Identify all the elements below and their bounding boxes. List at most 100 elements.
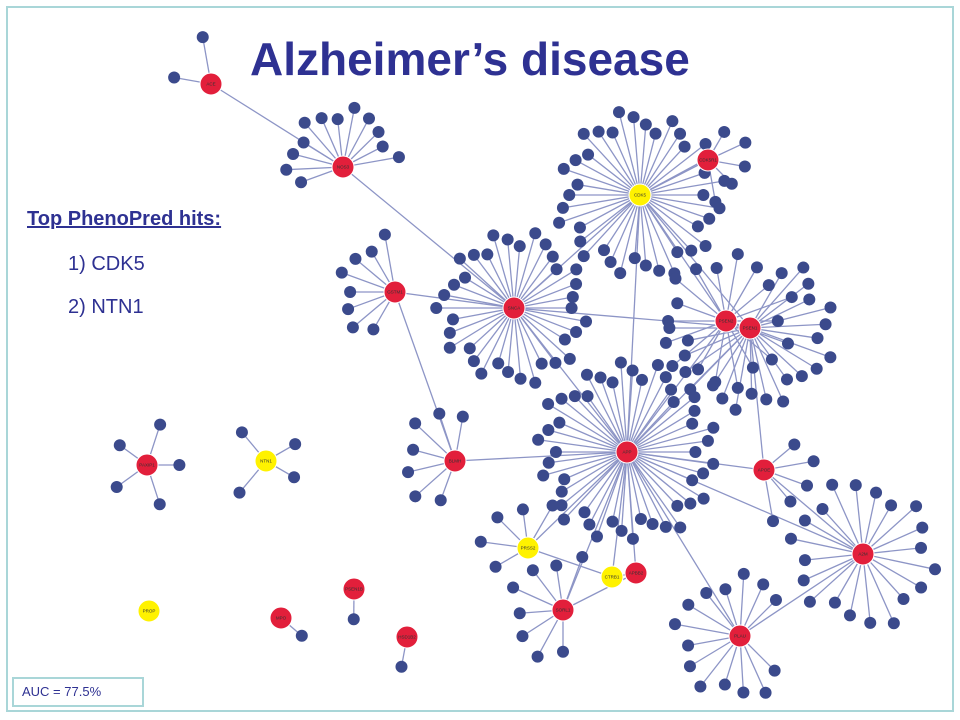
neighbor-node	[798, 514, 811, 527]
neighbor-node	[700, 586, 713, 599]
network-edge	[626, 320, 727, 453]
neighbor-node	[785, 291, 798, 304]
neighbor-node	[566, 291, 579, 304]
neighbor-node	[864, 616, 877, 629]
neighbor-node	[719, 583, 732, 596]
gene-node-label: ACE	[206, 82, 215, 87]
neighbor-node	[671, 499, 684, 512]
network-edge	[548, 451, 628, 464]
network-edge	[513, 244, 547, 309]
neighbor-node	[110, 481, 123, 494]
neighbor-node	[699, 137, 712, 150]
neighbor-node	[614, 356, 627, 369]
neighbor-node	[707, 421, 720, 434]
neighbor-node	[446, 313, 459, 326]
network-edge	[639, 194, 706, 247]
neighbor-node	[474, 535, 487, 548]
gene-node-sorl1: SORL1	[551, 598, 575, 622]
network-edge	[626, 451, 741, 637]
neighbor-node	[487, 229, 500, 242]
neighbor-node	[686, 474, 699, 487]
neighbor-node	[713, 202, 726, 215]
network-edge	[862, 553, 871, 623]
neighbor-node	[555, 392, 568, 405]
neighbor-node	[563, 352, 576, 365]
neighbor-node	[849, 479, 862, 492]
neighbor-node	[555, 485, 568, 498]
neighbor-node	[887, 617, 900, 630]
network-edge	[394, 291, 515, 309]
gene-node-label: APBB2	[629, 571, 644, 576]
network-edge	[527, 451, 628, 549]
hit-item-1: 1) CDK5	[68, 253, 145, 275]
neighbor-node	[315, 112, 328, 125]
gene-node-psen1: PSEN1	[738, 316, 762, 340]
network-edge	[639, 194, 727, 322]
gene-node-circle	[551, 598, 575, 622]
network-edge	[538, 439, 628, 453]
neighbor-node	[688, 391, 701, 404]
neighbor-node	[780, 373, 793, 386]
network-edge	[513, 307, 536, 383]
gene-node-blmh: BLMH	[443, 449, 467, 473]
neighbor-node	[915, 581, 928, 594]
network-edge	[449, 307, 515, 349]
network-edge	[626, 451, 765, 471]
neighbor-node	[570, 263, 583, 276]
neighbor-node	[577, 127, 590, 140]
neighbor-node	[797, 261, 810, 274]
network-edge	[611, 451, 628, 578]
slide-frame	[6, 6, 954, 712]
neighbor-node	[843, 609, 856, 622]
network-edge	[639, 143, 706, 196]
gene-node-label: PLAU	[734, 634, 746, 639]
gene-node-circle	[135, 453, 159, 477]
neighbor-node	[870, 486, 883, 499]
network-edge	[547, 403, 628, 453]
network-edge	[513, 307, 587, 323]
neighbor-node	[634, 512, 647, 525]
neighbor-node	[606, 376, 619, 389]
neighbor-node	[235, 426, 248, 439]
neighbor-node	[826, 478, 839, 491]
neighbor-node	[558, 333, 571, 346]
gene-node-nos3: NOS3	[331, 155, 355, 179]
gene-node-circle	[851, 542, 875, 566]
network-edge	[749, 327, 765, 471]
gene-node-label: NOS3	[337, 165, 350, 170]
neighbor-node	[665, 383, 678, 396]
neighbor-node	[489, 560, 502, 573]
network-edge	[513, 268, 577, 309]
gene-node-circle	[331, 155, 355, 179]
neighbor-node	[703, 212, 716, 225]
neighbor-node	[563, 189, 576, 201]
neighbor-node	[569, 154, 582, 167]
gene-node-label: PSEN2	[719, 319, 734, 324]
neighbor-node	[689, 446, 702, 458]
neighbor-node	[557, 513, 570, 526]
neighbor-node	[788, 438, 801, 451]
gene-node-circle	[516, 536, 540, 560]
neighbor-node	[594, 371, 607, 384]
neighbor-node	[639, 259, 652, 272]
neighbor-node	[771, 315, 784, 327]
neighbor-node	[583, 518, 596, 531]
neighbor-node	[737, 686, 750, 699]
neighbor-node	[731, 248, 744, 261]
network-edge	[626, 194, 641, 453]
network-edge	[562, 572, 637, 611]
network-edge	[599, 377, 628, 453]
neighbor-node	[750, 261, 763, 274]
neighbor-node	[565, 302, 578, 314]
gene-node-a2m: A2M	[851, 542, 875, 566]
network-edge	[492, 235, 515, 309]
gene-node-circle	[738, 316, 762, 340]
neighbor-node	[651, 358, 664, 371]
network-edges	[116, 36, 936, 694]
neighbor-node	[739, 136, 752, 149]
gene-node-circle	[600, 565, 624, 589]
neighbor-node	[828, 596, 841, 609]
network-edge	[862, 553, 936, 570]
neighbor-node	[514, 372, 527, 385]
gene-node-circle	[728, 624, 752, 648]
